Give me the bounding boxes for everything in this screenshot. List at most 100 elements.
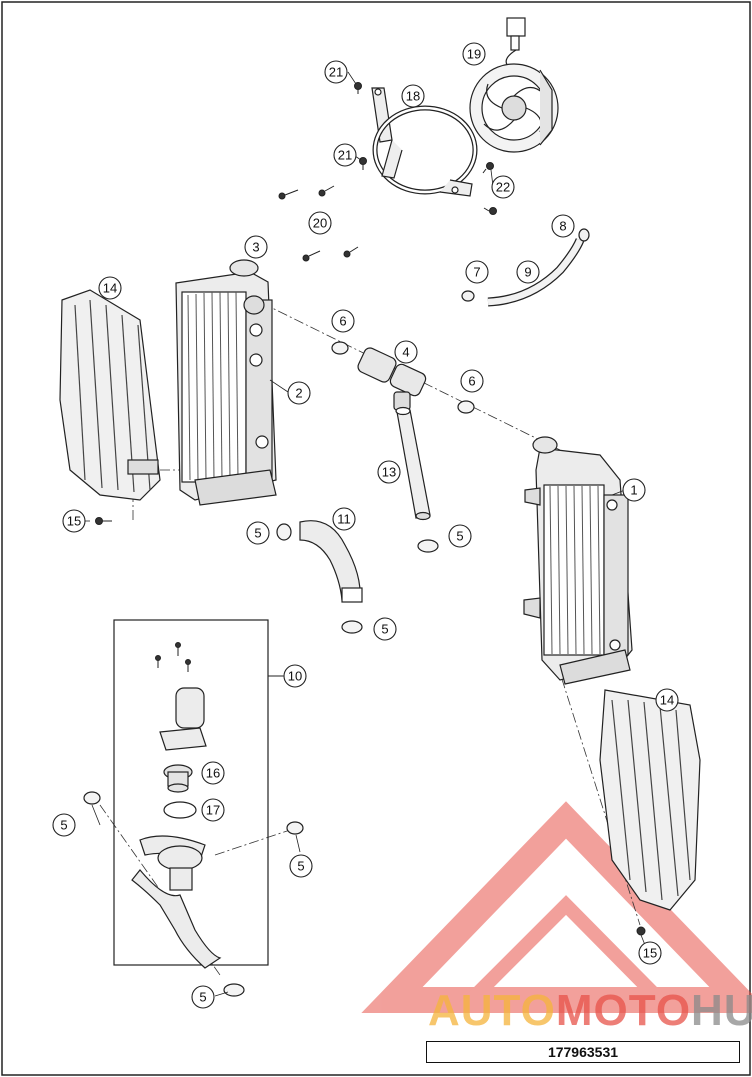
clamp-8 [578, 228, 590, 242]
callout-circle [638, 941, 662, 965]
callout-c10: 10 [283, 664, 307, 688]
callout-c21b: 21 [333, 143, 357, 167]
o-ring-17 [163, 801, 197, 819]
callout-c7: 7 [465, 260, 489, 284]
callout-label: 3 [252, 240, 259, 255]
screw-21b [359, 157, 367, 170]
callout-c8: 8 [551, 214, 575, 238]
watermark-logo [361, 801, 752, 1013]
right-radiator-guard-part [599, 689, 701, 911]
bolt-20c [302, 250, 321, 262]
callout-c6a: 6 [331, 309, 355, 333]
callout-circle [622, 478, 646, 502]
callout-c1: 1 [622, 478, 646, 502]
callout-circle [289, 854, 313, 878]
callout-circle [52, 813, 76, 837]
callout-label: 13 [382, 465, 396, 480]
callout-circle [516, 260, 540, 284]
callout-c14b: 14 [655, 688, 679, 712]
thermostat-housing-hoses [131, 835, 222, 969]
fan-part [469, 17, 559, 153]
callout-circle [98, 276, 122, 300]
thermostat-16 [163, 764, 193, 793]
callout-label: 9 [524, 265, 531, 280]
callout-circle [333, 143, 357, 167]
callout-c2: 2 [287, 381, 311, 405]
callout-circle [331, 309, 355, 333]
drawing-part-number: 177963531 [426, 1041, 740, 1063]
callout-c19: 19 [462, 42, 486, 66]
callout-circle [324, 60, 348, 84]
callout-c17: 17 [201, 798, 225, 822]
callout-c15b: 15 [638, 941, 662, 965]
callout-circle [283, 664, 307, 688]
clamp-5f [223, 983, 245, 997]
left-radiator-guard-part [59, 289, 161, 501]
callout-c5f: 5 [191, 985, 215, 1009]
callout-label: 21 [329, 65, 343, 80]
callout-c6b: 6 [460, 369, 484, 393]
overflow-hose-part [461, 228, 590, 307]
callout-circle [655, 688, 679, 712]
left-radiator-part [175, 259, 277, 506]
callout-circle [308, 211, 332, 235]
callout-c5b: 5 [448, 524, 472, 548]
callout-label: 20 [313, 216, 327, 231]
clamp-5a [276, 523, 292, 541]
screw-22b [483, 207, 497, 215]
thermostat-kit-box [83, 619, 304, 997]
watermark-text: AUTOMOTOHUB [428, 986, 752, 1035]
callout-c4: 4 [394, 340, 418, 364]
thermostat-housing-cover [159, 687, 207, 751]
pipe-part [395, 406, 431, 521]
callout-c14a: 14 [98, 276, 122, 300]
callout-label: 10 [288, 669, 302, 684]
callout-label: 14 [103, 281, 117, 296]
callout-label: 5 [60, 818, 67, 833]
callout-c16: 16 [201, 761, 225, 785]
callout-circle [373, 617, 397, 641]
screw-21a [354, 82, 362, 94]
screw-15a [95, 517, 112, 525]
watermark-triangle-inner [459, 895, 672, 1002]
callout-label: 22 [496, 180, 510, 195]
callout-label: 1 [630, 483, 637, 498]
callout-c22: 22 [491, 175, 515, 199]
callout-label: 15 [643, 946, 657, 961]
callout-c5e: 5 [289, 854, 313, 878]
callout-label: 5 [297, 859, 304, 874]
radiator-cap-3 [229, 259, 259, 277]
clamp-5b [417, 539, 439, 553]
callout-label: 8 [559, 219, 566, 234]
callout-label: 21 [338, 148, 352, 163]
callout-c5c: 5 [373, 617, 397, 641]
callout-circle [462, 42, 486, 66]
bolt-20b [318, 185, 335, 197]
callout-circle [377, 460, 401, 484]
callout-label: 11 [337, 512, 351, 527]
callout-c3: 3 [244, 235, 268, 259]
clamp-5d [83, 791, 101, 805]
clamp-6a [331, 341, 349, 355]
callout-label: 16 [206, 766, 220, 781]
callout-label: 19 [467, 47, 481, 62]
screws [278, 82, 497, 262]
callout-label: 4 [402, 345, 409, 360]
callout-circle [332, 507, 356, 531]
callout-circle [246, 521, 270, 545]
callout-c21a: 21 [324, 60, 348, 84]
callout-circle [62, 509, 86, 533]
callout-label: 6 [468, 374, 475, 389]
callout-circle [465, 260, 489, 284]
callout-circle [394, 340, 418, 364]
callout-circle [551, 214, 575, 238]
radiator-hose-part [276, 520, 439, 634]
clamp-5e [286, 821, 304, 835]
callout-c5a: 5 [246, 521, 270, 545]
hose-connector-part [331, 341, 475, 414]
callout-circle [448, 524, 472, 548]
callout-circle [201, 798, 225, 822]
